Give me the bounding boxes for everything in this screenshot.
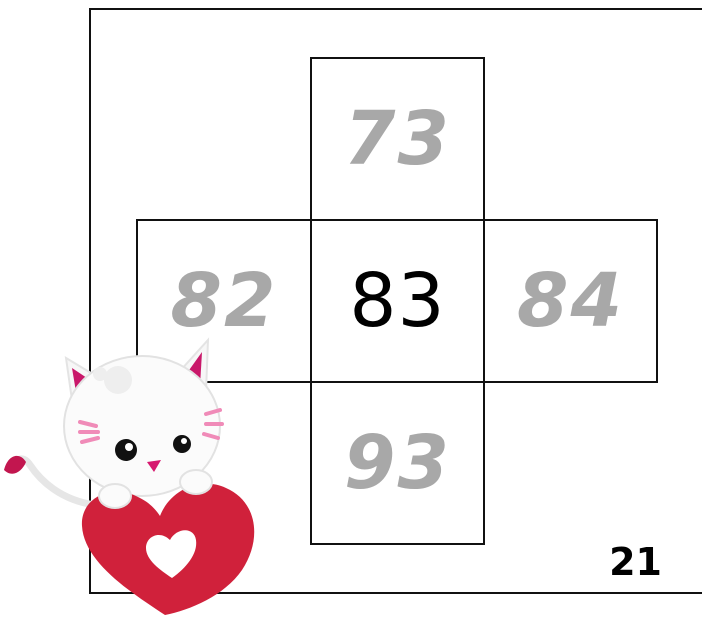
cat-with-heart-icon [0, 330, 270, 620]
cell-bottom: 93 [310, 381, 485, 545]
cell-top-number: 73 [344, 102, 451, 176]
page-number: 21 [609, 540, 662, 584]
cell-top: 73 [310, 57, 485, 221]
cell-center-number: 83 [349, 264, 445, 338]
cell-center: 83 [310, 219, 485, 383]
cell-right-number: 84 [517, 264, 624, 338]
cell-left-number: 82 [171, 264, 278, 338]
cell-bottom-number: 93 [344, 426, 451, 500]
cell-right: 84 [483, 219, 658, 383]
